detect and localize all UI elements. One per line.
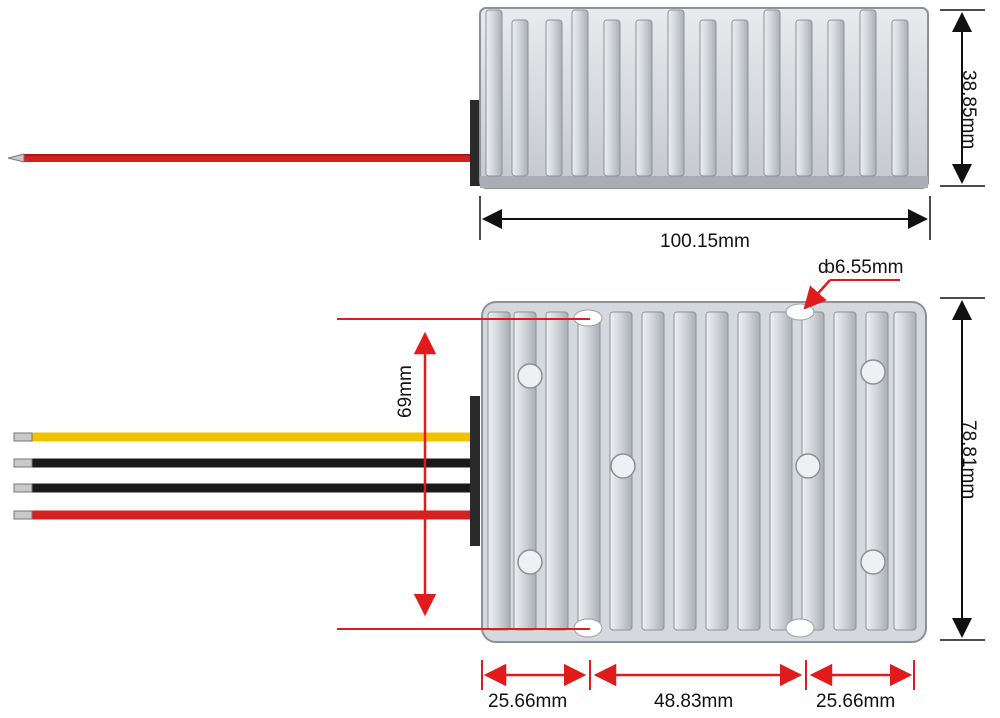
width-dimension <box>940 297 985 641</box>
top-fin <box>487 311 511 631</box>
top-fin <box>833 311 857 631</box>
top-view <box>13 301 927 643</box>
side-fin <box>545 19 563 177</box>
side-wire <box>7 153 472 163</box>
top-fin <box>577 311 601 631</box>
side-fin <box>699 19 717 177</box>
side-fins <box>485 9 909 177</box>
side-fin <box>667 9 685 177</box>
length-label: 100.15mm <box>660 231 750 252</box>
hole-spacing-dimensions <box>481 660 915 690</box>
top-connector <box>470 396 480 546</box>
side-fin <box>763 9 781 177</box>
side-fin <box>635 19 653 177</box>
side-fin <box>795 19 813 177</box>
side-fin <box>827 19 845 177</box>
top-fin <box>513 311 537 631</box>
screws <box>517 359 886 575</box>
top-fin <box>641 311 665 631</box>
top-fins <box>487 311 917 631</box>
height-dimension <box>940 9 985 187</box>
side-fin <box>511 19 529 177</box>
length-dimension <box>479 196 931 240</box>
side-fin <box>859 9 877 177</box>
mount-spacing-label: 69mm <box>395 365 416 418</box>
hole-offset-left-label: 25.66mm <box>488 691 568 712</box>
side-base <box>480 176 928 188</box>
hole-diameter-label: ȸ6.55mm <box>818 257 904 278</box>
height-label: 38.85mm <box>958 70 979 150</box>
mount-spacing-dimension <box>337 318 590 630</box>
top-fin <box>673 311 697 631</box>
side-connector <box>470 100 480 186</box>
side-fin <box>485 9 503 177</box>
top-fin <box>893 311 917 631</box>
hole-offset-right-label: 25.66mm <box>816 691 896 712</box>
width-label: 78.81mm <box>958 420 979 500</box>
side-fin <box>571 9 589 177</box>
top-fin <box>737 311 761 631</box>
side-fin <box>731 19 749 177</box>
top-fin <box>545 311 569 631</box>
side-view <box>7 7 929 189</box>
hole-diameter-callout <box>803 279 900 310</box>
side-fin <box>891 19 909 177</box>
top-wires <box>13 432 472 520</box>
top-fin <box>705 311 729 631</box>
top-fin <box>865 311 889 631</box>
hole-spacing-label: 48.83mm <box>654 691 734 712</box>
side-fin <box>603 19 621 177</box>
top-fin <box>769 311 793 631</box>
